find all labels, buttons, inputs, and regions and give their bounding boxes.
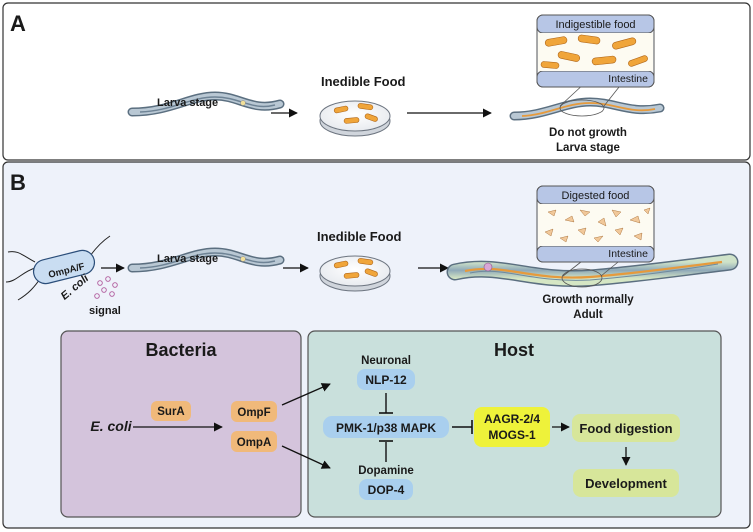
ompa-node <box>231 431 277 452</box>
zoom-region-b <box>561 268 603 288</box>
panel-b-letter: B <box>10 170 26 195</box>
e-coli-bacterium <box>5 235 111 301</box>
outcome-line-2-b: Adult <box>573 309 603 321</box>
zoom-bottom-label: Intestine <box>608 73 648 85</box>
sura-node <box>151 401 191 421</box>
ompf-label: OmpF <box>237 407 270 419</box>
outcome-line-1-b: Growth normally <box>542 294 634 306</box>
zoom-region <box>559 99 605 117</box>
petri-dish <box>319 100 391 137</box>
adult-worm <box>446 253 739 288</box>
aagr-label: AAGR-2/4 <box>484 412 540 426</box>
food-digestion-node <box>572 414 680 442</box>
ompa-label: OmpA <box>237 437 272 449</box>
larva-worm-b <box>127 247 285 273</box>
bacteria-title: Bacteria <box>145 340 217 360</box>
outcome-line-1: Do not growth <box>549 127 627 139</box>
dop4-label: DOP-4 <box>368 483 405 497</box>
outcome-line-2: Larva stage <box>556 142 620 154</box>
panel-a-letter: A <box>10 11 26 36</box>
ompf-node <box>231 401 277 422</box>
pmk1-label: PMK-1/p38 MAPK <box>336 421 436 435</box>
larva-stage-label-b: Larva stage <box>157 253 218 265</box>
zoom-inset-indigestible <box>536 14 655 88</box>
inedible-food-label-b: Inedible Food <box>317 229 402 244</box>
zoom-bottom-label-b: Intestine <box>608 248 648 260</box>
signal-molecules <box>94 276 118 299</box>
ecoli-node: E. coli <box>90 418 132 434</box>
larva-worm <box>127 91 285 117</box>
panel-b: B OmpA/F E. coli signal Larva s <box>2 161 751 529</box>
nlp12-node <box>357 369 415 390</box>
dop4-node <box>359 479 413 500</box>
panel-a: A Larva stage Inedible Food <box>2 2 751 161</box>
petri-dish-b <box>319 255 391 292</box>
neuronal-label: Neuronal <box>361 355 411 367</box>
food-digestion-label: Food digestion <box>579 421 672 436</box>
signal-label: signal <box>89 305 121 317</box>
zoom-inset-digested <box>536 185 655 263</box>
nlp12-label: NLP-12 <box>365 373 407 387</box>
host-title: Host <box>494 340 534 360</box>
aagr-mogs-node <box>474 407 550 447</box>
zoom-top-label: Indigestible food <box>555 19 635 31</box>
dopamine-label: Dopamine <box>358 465 414 477</box>
larva-stage-label: Larva stage <box>157 97 218 109</box>
inedible-food-label: Inedible Food <box>321 74 406 89</box>
sura-label: SurA <box>157 406 184 418</box>
pmk1-node <box>323 416 449 438</box>
zoom-top-label-b: Digested food <box>562 190 630 202</box>
mogs-label: MOGS-1 <box>488 428 536 442</box>
development-label: Development <box>585 476 667 491</box>
bacteria-box <box>60 330 302 518</box>
arrow-ompf-to-nlp12 <box>281 383 331 406</box>
development-node <box>573 469 679 497</box>
starved-larva-worm <box>509 97 665 121</box>
arrow-ompa-to-dop4 <box>281 445 331 469</box>
